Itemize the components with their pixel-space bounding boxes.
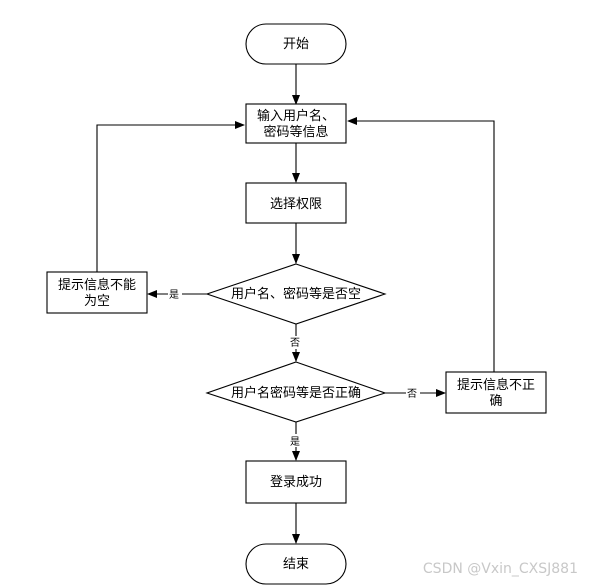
login-success-box (245, 460, 347, 504)
input-process-box (245, 103, 347, 144)
edge-label-empty-no: 否 (290, 337, 300, 349)
edge-label-correct-yes: 是 (290, 436, 300, 448)
check-correct-decision (205, 361, 387, 423)
prompt-empty-box (46, 271, 148, 314)
check-empty-decision (205, 263, 387, 325)
prompt-empty-line-2: 为空 (84, 294, 110, 309)
edge-label-bg (289, 336, 303, 349)
select-permission-box (245, 182, 347, 224)
start-label: 开始 (283, 37, 309, 52)
login-success-label: 登录成功 (270, 475, 322, 490)
end-terminal (245, 543, 347, 585)
prompt-empty-line-1: 提示信息不能 (58, 277, 136, 293)
watermark-text: CSDN @Vxin_CXSJ881 (423, 561, 578, 577)
check-empty-label: 用户名、密码等是否空 (231, 286, 361, 302)
prompt-incorrect-line-1: 提示信息不正 (457, 377, 535, 393)
edge-label-bg (289, 434, 303, 447)
input-label-line-1: 输入用户名、 (257, 108, 335, 124)
check-correct-label: 用户名密码等是否正确 (231, 385, 361, 401)
edge-label-correct-no: 否 (407, 388, 417, 400)
edge-prompt-empty-to-input (96, 121, 245, 272)
edge-label-bg (168, 287, 182, 300)
prompt-incorrect-box (445, 371, 547, 414)
input-label-line-2: 密码等信息 (263, 124, 328, 140)
edge-label-empty-yes: 是 (169, 289, 179, 301)
prompt-incorrect-line-2: 确 (489, 394, 502, 409)
edge-label-bg (406, 386, 420, 399)
edge-prompt-incorrect-to-input (347, 117, 495, 372)
end-label: 结束 (283, 557, 309, 572)
start-terminal (245, 23, 347, 65)
select-permission-label: 选择权限 (270, 196, 322, 212)
